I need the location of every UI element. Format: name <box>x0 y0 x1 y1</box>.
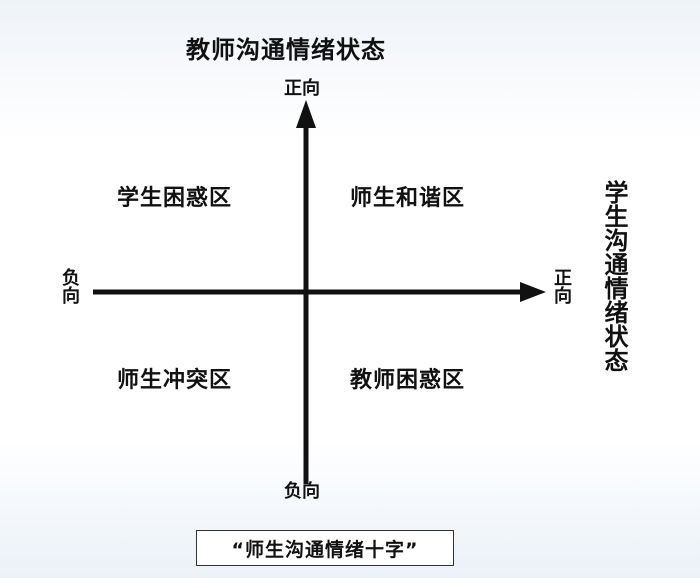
quadrant-teacher-confusion: 教师困惑区 <box>350 368 466 393</box>
vertical-axis-positive-label: 正向 <box>284 78 320 99</box>
quadrant-teacher-student-conflict: 师生冲突区 <box>117 368 233 393</box>
horizontal-axis-arrowhead <box>520 282 546 302</box>
right-axis-title: 学生沟通情绪状态 <box>600 180 628 372</box>
vertical-axis-negative-label: 负向 <box>284 481 320 502</box>
vertical-axis-arrowhead <box>296 100 316 128</box>
caption-text: “师生沟通情绪十字” <box>231 538 419 561</box>
quadrant-student-confusion: 学生困惑区 <box>117 186 233 211</box>
horizontal-axis-positive-label: 正向 <box>551 268 572 304</box>
horizontal-axis-negative-label: 负向 <box>59 268 80 304</box>
top-axis-title: 教师沟通情绪状态 <box>186 36 386 64</box>
caption-box: “师生沟通情绪十字” <box>196 530 454 566</box>
quadrant-teacher-student-harmony: 师生和谐区 <box>350 186 466 211</box>
